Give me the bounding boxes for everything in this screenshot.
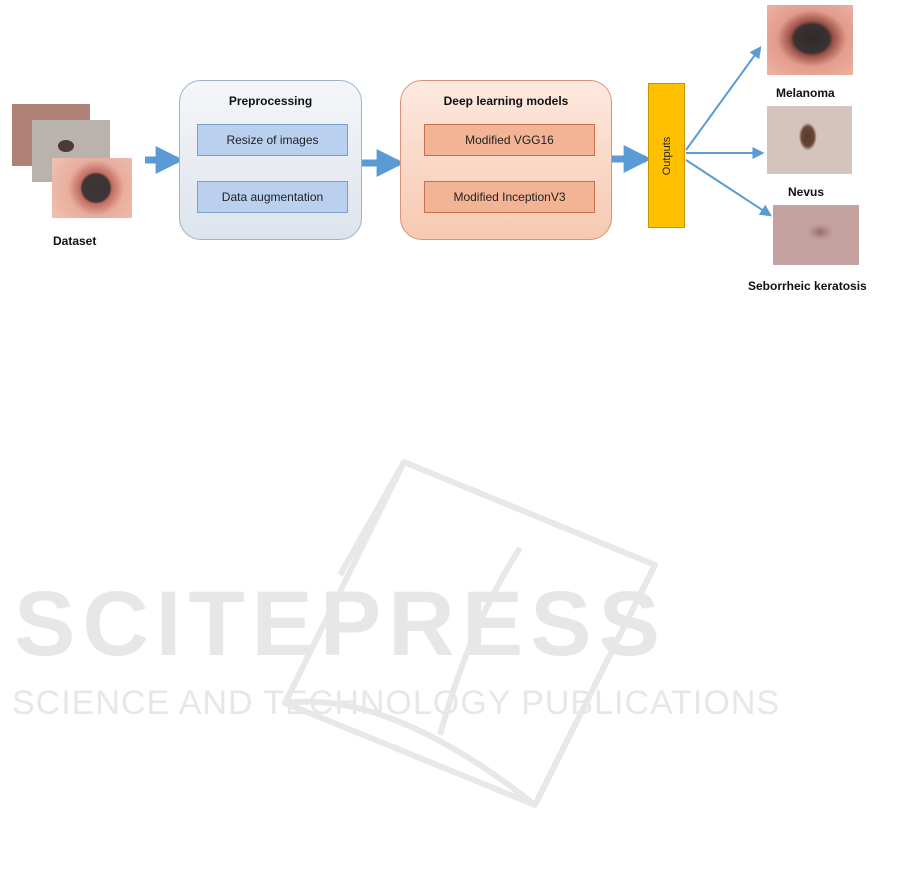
melanoma-image [767,5,853,75]
model-inceptionv3: Modified InceptionV3 [424,181,595,213]
outputs-label: Outputs [661,136,673,175]
arrow-to-seborrheic-keratosis [686,160,770,215]
class-label-seborrheic-keratosis: Seborrheic keratosis [748,279,867,293]
seborrheic-keratosis-image [773,205,859,265]
preprocessing-step-resize: Resize of images [197,124,348,156]
arrow-to-melanoma [686,48,760,150]
preprocessing-step-augmentation: Data augmentation [197,181,348,213]
dataset-image-front [52,158,132,218]
class-label-nevus: Nevus [788,185,824,199]
deep-learning-stage: Deep learning models Modified VGG16 Modi… [400,80,612,240]
nevus-image [767,106,852,174]
deep-learning-title: Deep learning models [401,94,611,108]
outputs-bar: Outputs [648,83,685,228]
class-label-melanoma: Melanoma [776,86,835,100]
preprocessing-stage: Preprocessing Resize of images Data augm… [179,80,362,240]
preprocessing-title: Preprocessing [180,94,361,108]
model-vgg16: Modified VGG16 [424,124,595,156]
dataset-label: Dataset [53,234,96,248]
